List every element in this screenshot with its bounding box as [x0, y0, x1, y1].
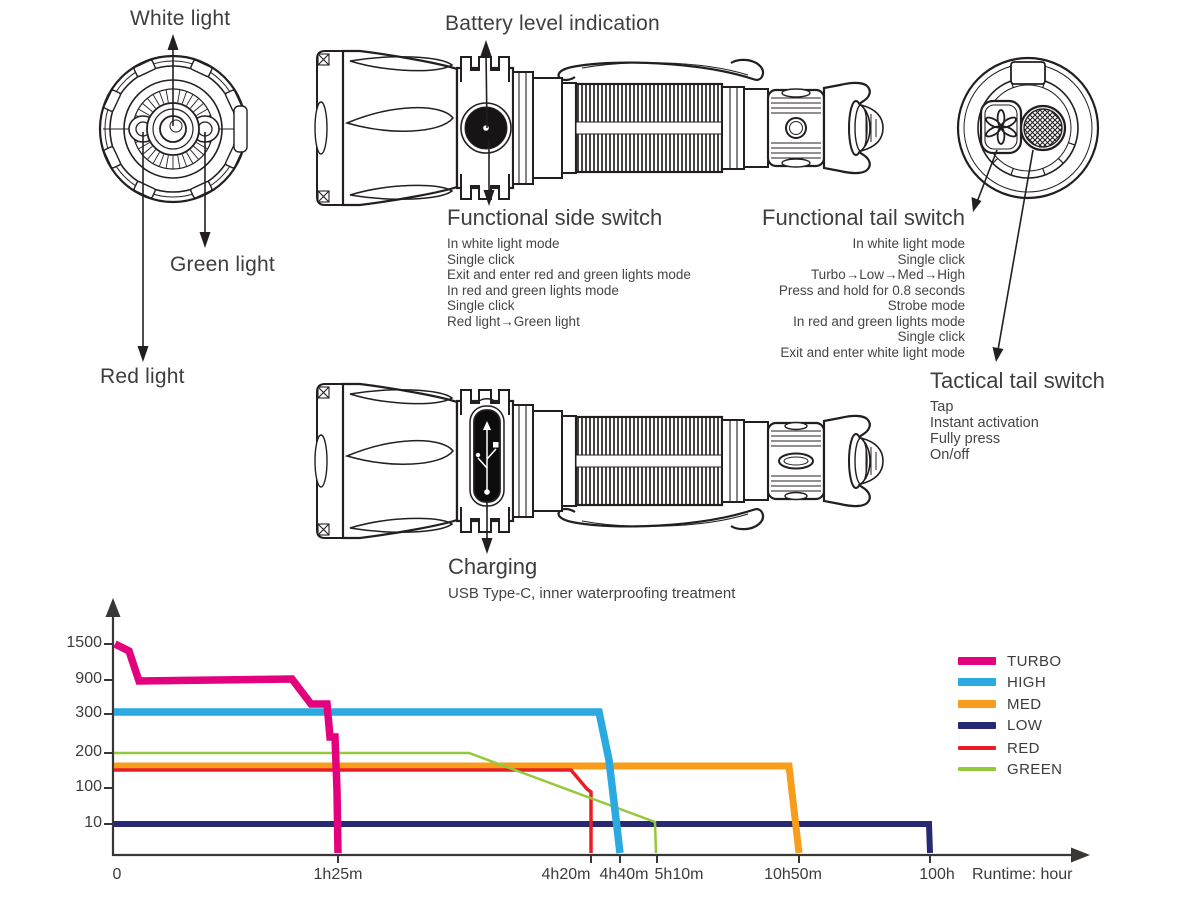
- runtime-chart: [104, 598, 1090, 863]
- white-light-label: White light: [130, 7, 231, 30]
- side-switch-note: Exit and enter red and green lights mode: [447, 267, 691, 282]
- legend-row: GREEN: [958, 760, 1063, 778]
- x-tick-label: 4h20m: [541, 866, 591, 883]
- tactical-note: On/off: [930, 447, 970, 463]
- chart-legend: TURBO HIGH MED LOW RED GREEN: [958, 650, 1128, 782]
- functional-tail-switch-title: Functional tail switch: [762, 205, 965, 230]
- legend-row: HIGH: [958, 673, 1047, 691]
- tactical-note: Tap: [930, 399, 954, 415]
- functional-side-switch-title: Functional side switch: [447, 205, 663, 230]
- front-view-diagram: [98, 54, 248, 204]
- tail-switch-note: Strobe mode: [887, 298, 965, 313]
- legend-swatch: [958, 700, 996, 708]
- green-light-label: Green light: [170, 253, 275, 276]
- side-switch-button: [460, 102, 512, 154]
- x-tick-label: 4h40m: [599, 866, 649, 883]
- side-view-top: [314, 49, 884, 207]
- tail-switch-note: In white light mode: [852, 236, 965, 251]
- legend-row: RED: [958, 739, 1040, 757]
- legend-label: RED: [1007, 739, 1040, 757]
- legend-label: LOW: [1007, 716, 1043, 734]
- side-switch-note: Red light→Green light: [447, 313, 580, 329]
- battery-level-label: Battery level indication: [445, 12, 660, 35]
- tactical-note: Fully press: [930, 431, 1001, 447]
- tail-switch-note: In red and green lights mode: [793, 313, 965, 329]
- tail-switch-note: Turbo→Low→Med→High: [810, 267, 965, 282]
- tail-switch-note: Single click: [897, 329, 965, 344]
- x-tick-label: 100h: [919, 866, 955, 883]
- tactical-tail-switch-block: Tactical tail switch Tap Instant activat…: [930, 368, 1105, 463]
- x-tick-label: 5h10m: [654, 866, 704, 883]
- side-view-charging: [314, 382, 884, 540]
- legend-label: GREEN: [1007, 760, 1063, 778]
- legend-label: TURBO: [1007, 652, 1062, 670]
- legend-swatch: [958, 656, 996, 666]
- x-axis-title: Runtime: hour: [972, 866, 1073, 883]
- tail-switch-note: Exit and enter white light mode: [780, 344, 965, 360]
- tail-button-dome: [848, 100, 884, 156]
- y-tick-label: 300: [75, 704, 102, 721]
- x-tick-label: 1h25m: [313, 866, 363, 883]
- legend-label: HIGH: [1007, 673, 1047, 691]
- x-tick-label: 0: [112, 866, 122, 883]
- y-tick-label: 100: [75, 778, 102, 795]
- tactical-tail-switch-title: Tactical tail switch: [930, 368, 1105, 393]
- functional-tail-button: [979, 99, 1023, 155]
- y-tick-label: 1500: [66, 634, 102, 651]
- charging-subtitle: USB Type-C, inner waterproofing treatmen…: [448, 585, 736, 602]
- y-tick-label: 200: [75, 743, 102, 760]
- legend-swatch: [958, 677, 996, 687]
- legend-row: TURBO: [958, 652, 1062, 670]
- functional-side-switch-block: Functional side switch In white light mo…: [447, 205, 691, 329]
- legend-row: MED: [958, 695, 1042, 713]
- x-tick-label: 10h50m: [764, 866, 822, 883]
- charging-block: Charging USB Type-C, inner waterproofing…: [448, 554, 735, 602]
- side-switch-note: In red and green lights mode: [447, 282, 619, 298]
- legend-swatch: [958, 767, 996, 771]
- tactical-note: Instant activation: [930, 415, 1039, 431]
- y-tick-label: 900: [75, 670, 102, 687]
- functional-tail-switch-block: Functional tail switch In white light mo…: [665, 205, 965, 360]
- tail-switch-note: Press and hold for 0.8 seconds: [778, 282, 965, 298]
- red-light-label: Red light: [100, 365, 185, 388]
- legend-label: MED: [1007, 695, 1042, 713]
- side-switch-note: Single click: [447, 251, 515, 267]
- charging-title: Charging: [448, 554, 538, 579]
- legend-row: LOW: [958, 716, 1043, 734]
- tail-view-diagram: [956, 56, 1100, 200]
- tactical-tail-button: [1019, 104, 1067, 152]
- legend-swatch: [958, 721, 996, 729]
- y-tick-label: 10: [84, 814, 102, 831]
- legend-swatch: [958, 745, 996, 751]
- side-switch-note: Single click: [447, 298, 515, 313]
- usb-c-port: [469, 398, 505, 507]
- callout-arrows: [137, 34, 1034, 554]
- side-switch-note: In white light mode: [447, 236, 560, 251]
- tail-switch-note: Single click: [897, 251, 965, 267]
